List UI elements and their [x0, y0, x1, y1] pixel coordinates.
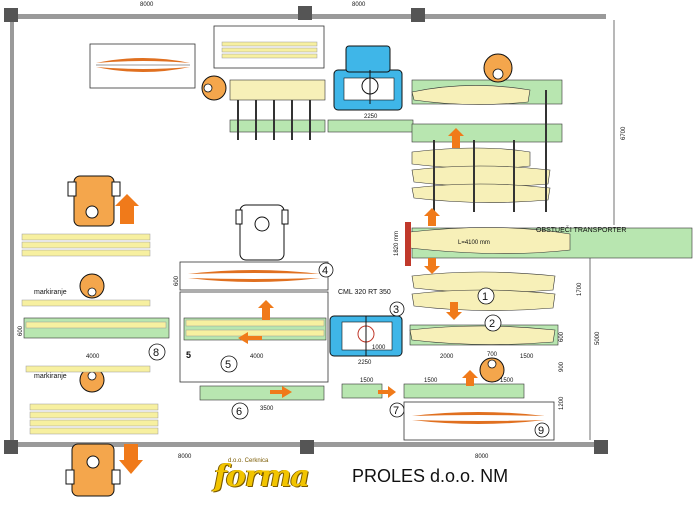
- dim-right-1200: 1200: [559, 396, 565, 410]
- dim-1820: 1820 mm: [394, 231, 400, 256]
- operator-bottom-right: [479, 357, 505, 383]
- dim-bottom-left: 8000: [178, 454, 192, 460]
- station-8-label: 8: [153, 347, 159, 359]
- log-deck: [411, 90, 551, 212]
- dim-2250-bottom: 2250: [358, 360, 372, 366]
- left-board-stack-bottom: [25, 365, 159, 435]
- conveyor-7: 7: [341, 383, 525, 418]
- station-3-marker: 3: [389, 301, 405, 317]
- lower-log-deck: [409, 271, 559, 346]
- board-sample-box-left: [89, 43, 196, 89]
- station-7-label: 7: [393, 405, 399, 417]
- left-board-stack-top: [21, 233, 151, 257]
- left-cart-bottom: [65, 443, 121, 497]
- operator-top-left: [201, 75, 227, 101]
- dim-1500-c: 1500: [500, 378, 514, 384]
- dim-top-right: 8000: [352, 2, 366, 8]
- operator-left-bottom: [79, 367, 105, 393]
- top-conveyor-left: [229, 79, 414, 140]
- station-2-marker: 2: [484, 314, 502, 332]
- board-sample-box-4: 4: [179, 261, 334, 291]
- forma-logo: d.o.o. Cerknica forma: [214, 458, 320, 492]
- machine-label: CML 320 RT 350: [338, 289, 391, 296]
- station-6-label: 6: [236, 406, 242, 418]
- station-2-label: 2: [489, 318, 495, 330]
- operator-left-top: [79, 273, 105, 299]
- left-cart-top: [67, 175, 121, 227]
- dim-right-vertical: 6700: [621, 126, 627, 140]
- cart-top-center: [235, 204, 289, 261]
- dim-top-left: 8000: [140, 2, 154, 8]
- dim-600-mid: 600: [174, 275, 180, 286]
- station-5-label: 5: [225, 359, 231, 371]
- station-1-marker: 1: [477, 287, 495, 305]
- station-3-label: 3: [393, 304, 399, 316]
- dim-right-600: 600: [559, 331, 565, 342]
- dim-4000-left: 4000: [86, 354, 100, 360]
- marking-label-top: markiranje: [34, 289, 67, 296]
- cross-transporter: [405, 222, 693, 266]
- dim-1500-b: 1500: [424, 378, 438, 384]
- dim-700: 700: [487, 352, 498, 358]
- area-5-label: 5: [186, 350, 191, 360]
- station-4-label: 4: [322, 265, 328, 277]
- dim-bottom-right: 8000: [475, 454, 489, 460]
- dim-2000: 2000: [440, 354, 454, 360]
- left-sorting-line: 8: [21, 299, 170, 361]
- main-saw-machine: [329, 315, 403, 357]
- dim-right-900: 900: [559, 361, 565, 372]
- logo-subtitle: d.o.o. Cerknica: [228, 458, 269, 464]
- top-saw-machine: [333, 45, 403, 111]
- station-9-label: 9: [538, 425, 544, 437]
- flow-arrows: [115, 128, 478, 474]
- operator-top-right: [483, 53, 513, 83]
- board-sample-box-middle: [213, 25, 325, 69]
- transporter-label: OBSTUEČI TRANSPORTER: [536, 225, 626, 234]
- dim-right-5000: 5000: [595, 331, 601, 345]
- dim-1500: 1500: [520, 354, 534, 360]
- dim-2250-top: 2250: [364, 114, 378, 120]
- marking-label-bottom: markiranje: [34, 373, 67, 380]
- dim-length: L=4100 mm: [458, 240, 490, 246]
- conveyor-6: 6: [199, 385, 325, 420]
- board-sample-box-9: 9: [403, 401, 555, 441]
- company-name: PROLES d.o.o. NM: [352, 466, 509, 486]
- dim-3500: 3500: [260, 406, 274, 412]
- logo-wordmark: forma: [214, 459, 310, 494]
- dim-600-left: 600: [18, 325, 24, 336]
- dim-4000-mid: 4000: [250, 354, 264, 360]
- station-1-label: 1: [482, 291, 488, 303]
- building-walls: [4, 6, 608, 454]
- dim-right-1700: 1700: [577, 282, 583, 296]
- dim-1500-a: 1500: [360, 378, 374, 384]
- dim-1000: 1000: [372, 345, 386, 351]
- top-right-infeed: [411, 79, 563, 143]
